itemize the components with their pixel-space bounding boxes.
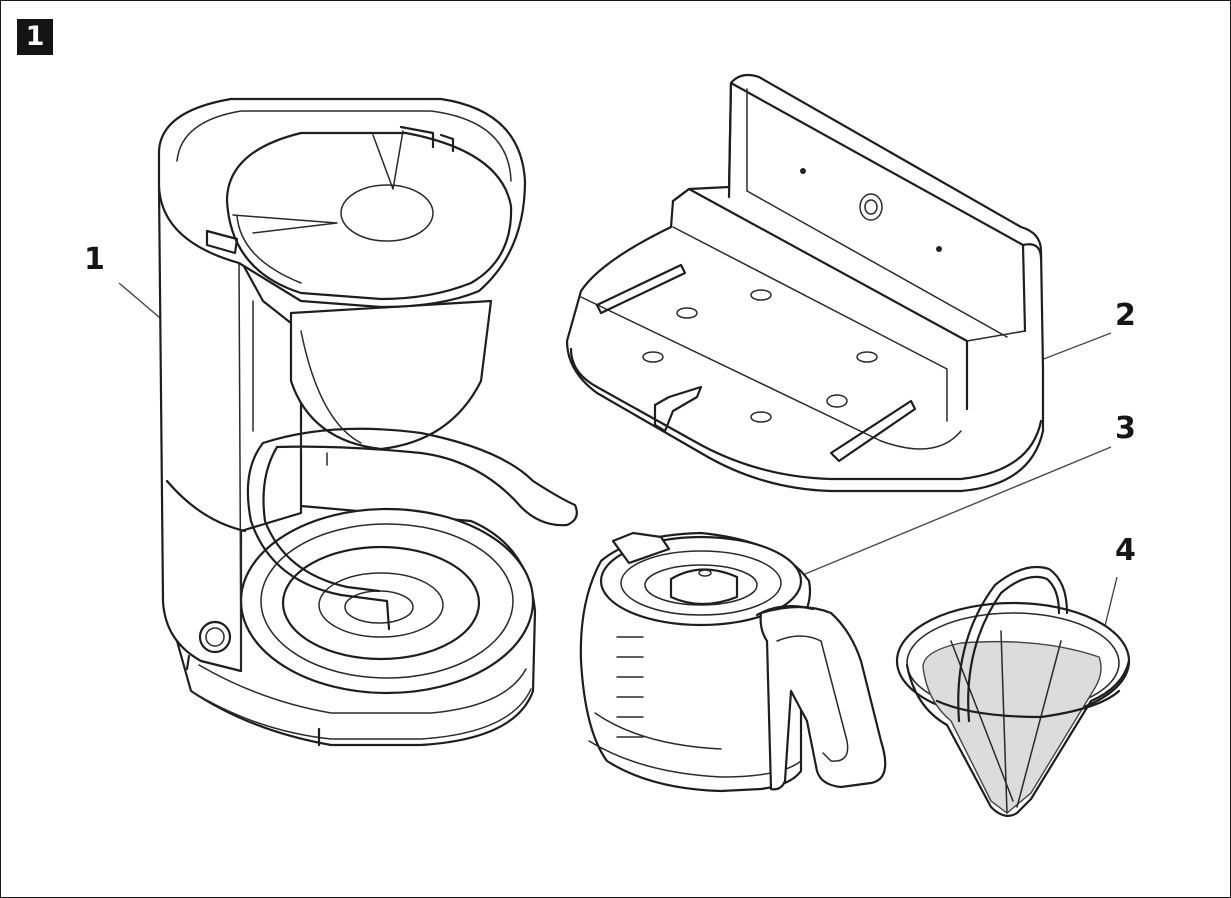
callout-label-3: 3 — [1115, 411, 1136, 446]
callout-label-4: 4 — [1115, 533, 1136, 568]
leader-line-3 — [792, 446, 1112, 580]
callout-label-2: 2 — [1115, 298, 1136, 333]
figure-number-badge: 1 — [17, 19, 53, 55]
glass-carafe-drawing — [579, 531, 887, 793]
coffee-maker-drawing — [157, 97, 578, 747]
filter-holder-drawing — [895, 565, 1131, 818]
callout-label-1: 1 — [84, 242, 105, 277]
wall-bracket-drawing — [565, 73, 1045, 493]
